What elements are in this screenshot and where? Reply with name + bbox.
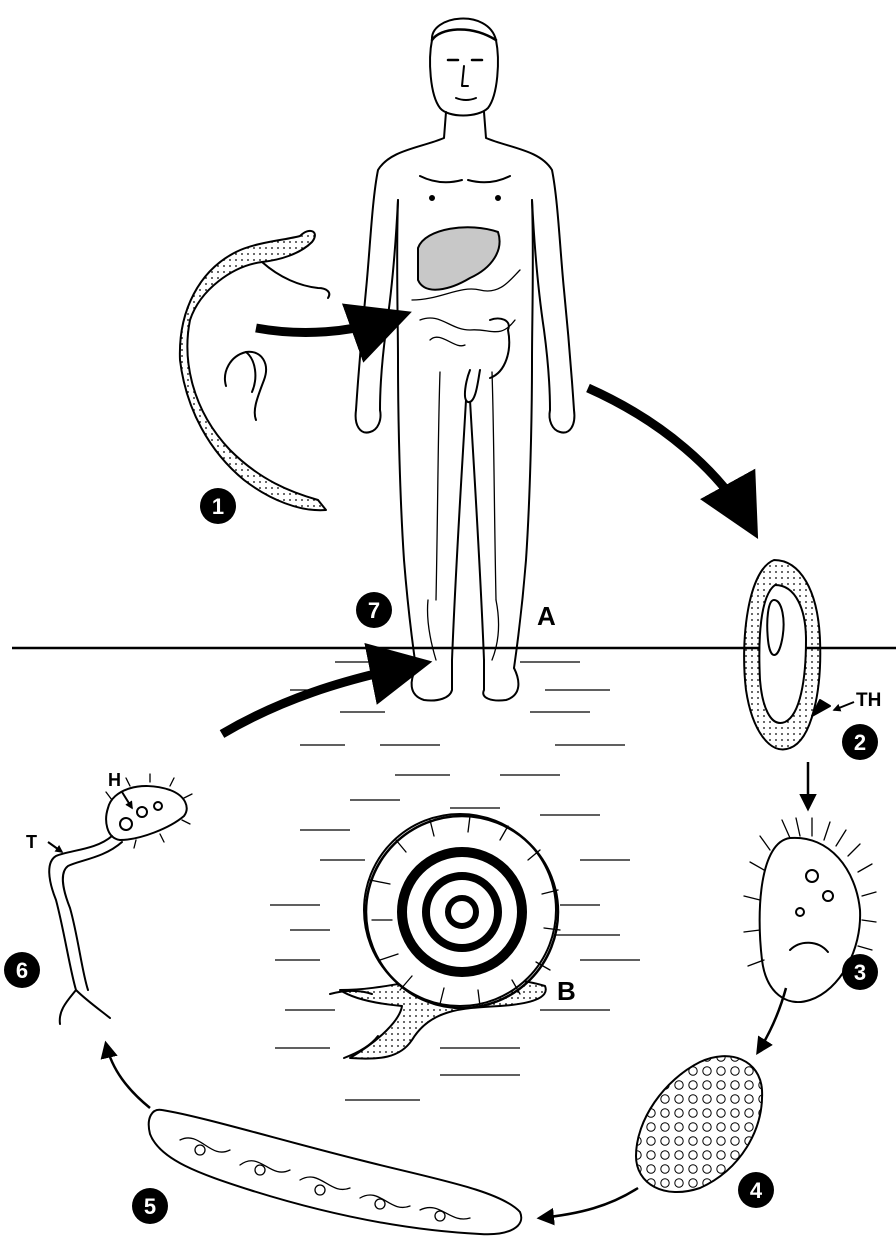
stage-marker-7: 7 — [356, 592, 392, 628]
stage-marker-4: 4 — [738, 1172, 774, 1208]
stage-number-1: 1 — [212, 494, 224, 519]
label-host-human: A — [537, 601, 556, 631]
daughter-sporocyst — [149, 1110, 522, 1235]
sporocyst — [636, 1056, 762, 1192]
stage-number-2: 2 — [854, 730, 866, 755]
label-tail: T — [26, 832, 37, 852]
stage-number-3: 3 — [854, 960, 866, 985]
stage-marker-6: 6 — [4, 952, 40, 988]
adult-worm-pair — [180, 231, 329, 510]
stage-marker-2: 2 — [842, 724, 878, 760]
stage-marker-5: 5 — [132, 1188, 168, 1224]
label-host-snail: B — [557, 976, 576, 1006]
snail-host — [330, 814, 560, 1059]
cercaria — [49, 774, 192, 1024]
label-head: H — [108, 770, 121, 790]
label-tail-hook: TH — [856, 690, 881, 711]
stage-number-4: 4 — [750, 1178, 763, 1203]
human-host-figure — [356, 19, 575, 701]
stage-number-6: 6 — [16, 958, 28, 983]
stage-marker-1: 1 — [200, 488, 236, 524]
stage-number-7: 7 — [368, 598, 380, 623]
stage-number-5: 5 — [144, 1194, 156, 1219]
stage-marker-3: 3 — [842, 954, 878, 990]
egg — [744, 560, 830, 749]
